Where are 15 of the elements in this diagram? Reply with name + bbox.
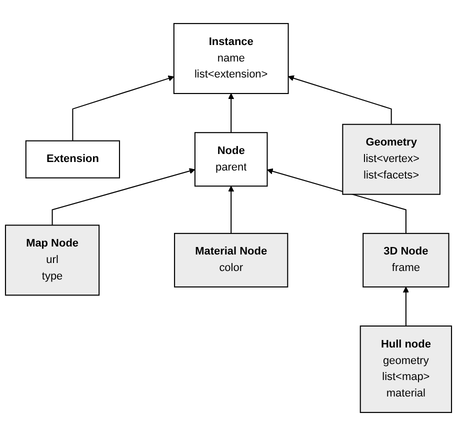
node-box: Instance name list<extension> bbox=[173, 23, 289, 94]
node-box: Geometry list<vertex> list<facets> bbox=[342, 124, 440, 195]
node-box: Map Node url type bbox=[4, 224, 100, 296]
arrow bbox=[52, 168, 196, 226]
arrow bbox=[266, 168, 406, 234]
node-box: Material Node color bbox=[174, 232, 288, 288]
arrow bbox=[228, 186, 234, 234]
node-box: Node parent bbox=[194, 132, 268, 187]
node-box: Extension bbox=[25, 140, 120, 178]
node-box: 3D Node frame bbox=[362, 232, 450, 288]
arrow bbox=[402, 286, 409, 326]
arrow bbox=[228, 93, 234, 133]
node-box: Hull node geometry list<map> material bbox=[360, 326, 452, 413]
arrow bbox=[72, 76, 174, 141]
arrow bbox=[288, 75, 392, 124]
